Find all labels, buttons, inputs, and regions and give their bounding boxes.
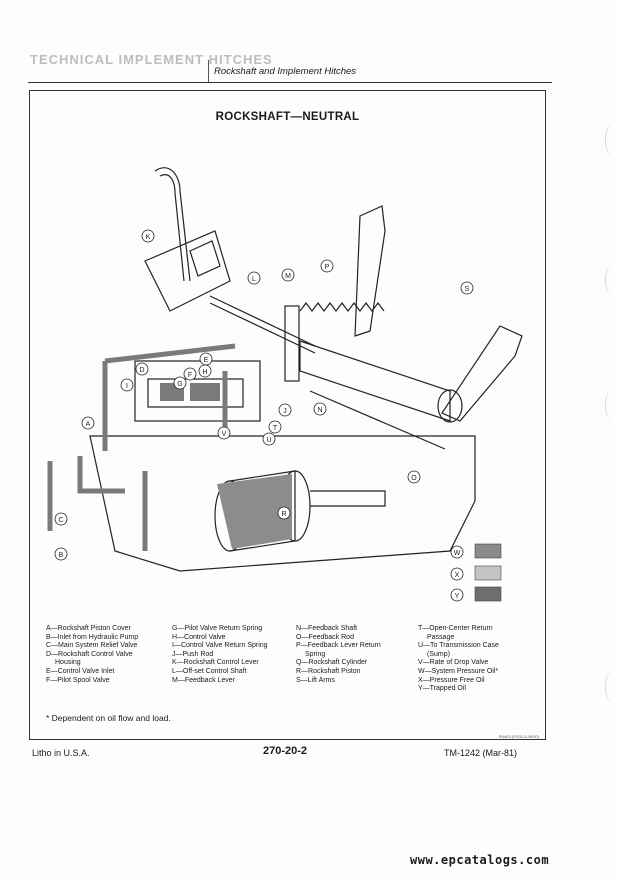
svg-text:X: X	[455, 572, 460, 579]
swatch-system-pressure	[474, 543, 502, 559]
svg-text:G: G	[177, 381, 182, 388]
svg-text:N: N	[317, 407, 322, 414]
section-title: Rockshaft and Implement Hitches	[214, 66, 357, 77]
svg-text:W: W	[454, 550, 461, 557]
rockshaft-diagram: K L M P S D E H F G I A C B V T U J N O …	[47, 167, 523, 602]
callout-c: C	[54, 512, 68, 526]
svg-text:H: H	[202, 369, 207, 376]
callout-u: U	[262, 432, 276, 446]
svg-text:P: P	[325, 264, 330, 271]
svg-text:S: S	[465, 286, 470, 293]
svg-text:C: C	[58, 517, 63, 524]
svg-text:B: B	[59, 552, 64, 559]
svg-text:D: D	[139, 367, 144, 374]
svg-text:L: L	[252, 276, 256, 283]
svg-text:M: M	[285, 273, 291, 280]
svg-text:U: U	[266, 437, 271, 444]
key-y: Y	[450, 586, 502, 602]
watermark: www.epcatalogs.com	[410, 853, 550, 867]
callout-v: V	[217, 426, 231, 440]
manual-number: TM-1242 (Mar-81)	[444, 748, 518, 758]
callout-n: N	[313, 402, 327, 416]
callout-j: J	[278, 403, 292, 417]
callout-o: O	[407, 470, 421, 484]
figure-reference: R4403 (FD03-3-00/00)	[498, 734, 539, 739]
binder-hole-4	[605, 672, 618, 702]
figure-frame: ROCKSHAFT—NEUTRAL	[29, 90, 546, 740]
binder-hole-3	[605, 390, 618, 420]
callout-h: H	[198, 364, 212, 378]
header-rule	[28, 82, 552, 83]
svg-text:V: V	[222, 431, 227, 438]
binder-hole-1	[605, 125, 618, 155]
svg-text:E: E	[204, 357, 209, 364]
key-w: W	[450, 543, 502, 559]
page-number: 270-20-2	[263, 745, 308, 757]
binder-hole-2	[605, 265, 618, 295]
svg-text:Y: Y	[455, 593, 460, 600]
svg-text:R: R	[281, 511, 286, 518]
svg-text:T: T	[273, 425, 278, 432]
callout-f: F	[183, 367, 197, 381]
svg-text:J: J	[283, 408, 287, 415]
ghost-header-text: TECHNICAL IMPLEMENT HITCHES	[30, 52, 273, 67]
footer-litho: Litho in U.S.A.	[32, 748, 90, 758]
svg-text:I: I	[126, 383, 128, 390]
callout-p: P	[320, 259, 334, 273]
callout-r: R	[277, 506, 291, 520]
footnote: * Dependent on oil flow and load.	[46, 713, 171, 723]
svg-text:A: A	[86, 421, 91, 428]
key-x: X	[450, 565, 502, 581]
callout-e: E	[199, 352, 213, 366]
callout-k: K	[141, 229, 155, 243]
callout-s: S	[460, 281, 474, 295]
svg-text:O: O	[411, 475, 417, 482]
callout-b: B	[54, 547, 68, 561]
callout-i: I	[120, 378, 134, 392]
figure-title: ROCKSHAFT—NEUTRAL	[215, 111, 360, 123]
header-divider	[208, 60, 209, 83]
callout-t: T	[268, 420, 282, 434]
callout-l: L	[247, 271, 261, 285]
callout-g: G	[173, 376, 187, 390]
svg-text:F: F	[188, 372, 192, 379]
callout-a: A	[81, 416, 95, 430]
swatch-trapped	[474, 586, 502, 602]
swatch-pressure-free	[474, 565, 502, 581]
svg-text:K: K	[146, 234, 151, 241]
callout-m: M	[281, 268, 295, 282]
callout-d: D	[135, 362, 149, 376]
